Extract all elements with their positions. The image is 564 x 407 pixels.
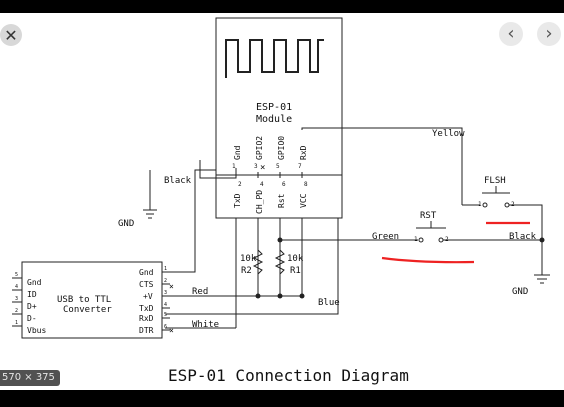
module-name-1: ESP-01: [256, 102, 292, 113]
wire-blue: [165, 306, 339, 315]
wire-label-red: Red: [192, 287, 208, 297]
converter-box: [21, 261, 163, 339]
conv-right-num-6: 6: [164, 324, 167, 330]
wire-black: [165, 169, 216, 273]
conv-right-num-4: 4: [164, 302, 167, 308]
esp01-module-box: [215, 17, 343, 219]
pin-num-1: 1: [232, 163, 236, 170]
previous-image-button[interactable]: ‹: [499, 22, 523, 46]
wire-label-black: Black: [164, 176, 192, 186]
wire-label-green: Green: [372, 232, 399, 242]
conv-right-num-1: 1: [164, 266, 167, 272]
next-image-button[interactable]: ›: [537, 22, 561, 46]
pin-label-chpd: CH_PD: [255, 190, 264, 214]
pin-label-rst: Rst: [277, 193, 286, 208]
conv-left-num-1: 1: [15, 320, 18, 326]
conv-left-pin-vbus: Vbus: [27, 326, 46, 335]
pin-label-txd: TxD: [233, 193, 242, 208]
r2-ref: R2: [241, 266, 252, 276]
pin-num-5: 5: [276, 163, 280, 170]
conv-right-num-5: 5: [164, 312, 167, 318]
close-icon: ✕: [4, 25, 18, 45]
converter-name-2: Converter: [63, 305, 112, 315]
ground-right-label: GND: [512, 287, 528, 297]
conv-left-num-2: 2: [15, 308, 18, 314]
flash-pin2: 2: [511, 201, 515, 208]
conv-left-num-3: 3: [15, 296, 18, 302]
r2-value: 10k: [240, 254, 257, 264]
flash-switch-label: FLSH: [484, 176, 506, 186]
converter-name-1: USB to TTL: [57, 295, 111, 305]
conv-left-pin-gnd: Gnd: [27, 278, 42, 287]
conv-right-pin-txd: TxD: [139, 304, 154, 313]
conv-left-pin-id: ID: [27, 290, 37, 299]
antenna-trace: [225, 39, 324, 78]
conv-right-pin-gnd: Gnd: [139, 268, 154, 277]
conv-left-pin-dminus: D-: [27, 314, 37, 323]
pin-label-gnd: Gnd: [233, 145, 242, 160]
conv-right-pin-rxd: RxD: [139, 314, 154, 323]
reset-pin2: 2: [445, 236, 449, 243]
schematic: ESP-01 Module Gnd GPIO2 GPIO0 RxD 1 3 5 …: [12, 17, 550, 385]
wire-gnd-short: [199, 160, 237, 179]
conv-right-num-3: 3: [164, 290, 167, 296]
conv-left-num-5: 5: [15, 272, 18, 278]
module-name-2: Module: [256, 114, 292, 125]
pin-label-gpio2: GPIO2: [255, 136, 264, 160]
close-button[interactable]: ✕: [0, 24, 22, 46]
nc-mark-cts: ×: [169, 282, 174, 291]
pin-num-4: 4: [260, 181, 264, 188]
nc-mark-dtr: ×: [169, 326, 174, 335]
resistor-r1: [274, 249, 286, 275]
reset-switch-label: RST: [420, 211, 437, 221]
r1-value: 10k: [287, 254, 304, 264]
pin-num-6: 6: [282, 181, 286, 188]
pin-num-2: 2: [238, 181, 242, 188]
conv-right-pin-dtr: DTR: [139, 326, 154, 335]
conv-right-num-2: 2: [164, 278, 167, 284]
wire-label-yellow: Yellow: [432, 129, 465, 139]
pin-label-gpio0: GPIO0: [277, 136, 286, 160]
nc-mark-gpio2: ×: [260, 163, 265, 173]
diagram-title: ESP-01 Connection Diagram: [168, 366, 409, 385]
flash-pin1: 1: [478, 201, 482, 208]
wire-label-blue: Blue: [318, 298, 340, 308]
ground-left-label: GND: [118, 219, 134, 229]
pin-num-8: 8: [304, 181, 308, 188]
wire-black-right: [509, 204, 543, 275]
pin-label-rxd: RxD: [299, 145, 308, 160]
chevron-left-icon: ‹: [507, 23, 515, 44]
pin-num-3: 3: [254, 163, 258, 170]
diagram-image: ESP-01 Module Gnd GPIO2 GPIO0 RxD 1 3 5 …: [0, 13, 564, 390]
conv-right-pin-cts: CTS: [139, 280, 154, 289]
conv-left-num-4: 4: [15, 284, 18, 290]
r1-ref: R1: [290, 266, 301, 276]
conv-right-pin-vplus: +V: [143, 292, 153, 301]
reset-pin1: 1: [414, 236, 418, 243]
wire-yellow: [301, 127, 463, 205]
conv-left-pin-dplus: D+: [27, 302, 37, 311]
wire-label-white: White: [192, 320, 219, 330]
pin-num-7: 7: [298, 163, 302, 170]
pin-label-vcc: VCC: [299, 193, 308, 208]
resistor-r2: [252, 249, 264, 275]
image-size-badge: 570 × 375: [0, 370, 60, 386]
red-marker-reset: [381, 256, 475, 264]
chevron-right-icon: ›: [545, 23, 553, 44]
wire-label-black-right: Black: [509, 232, 537, 242]
